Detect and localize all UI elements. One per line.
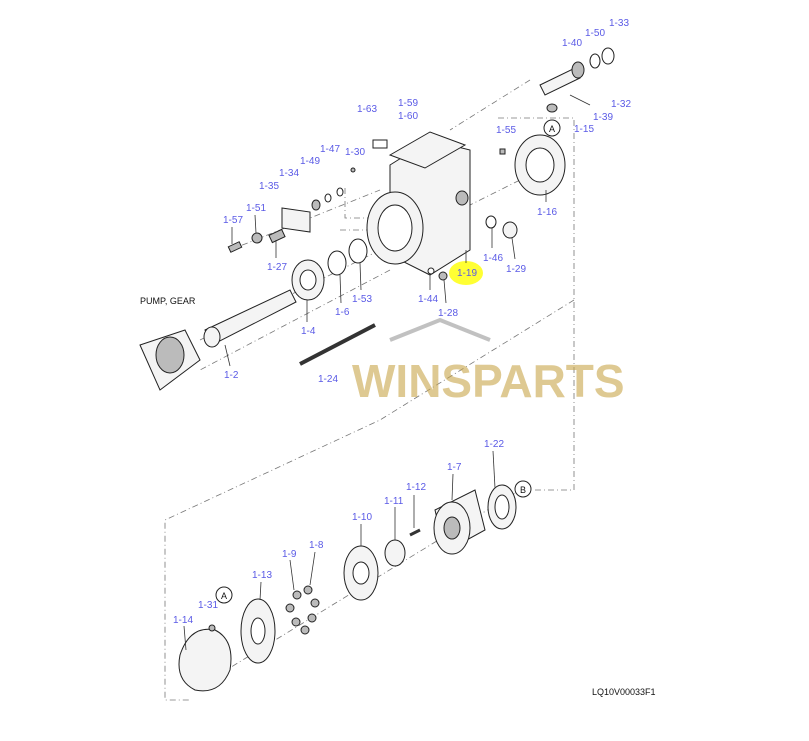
- guide-line: [164, 299, 575, 701]
- label-1-12: 1-12: [406, 482, 426, 493]
- callout-a-top: A: [543, 119, 561, 137]
- label-1-7: 1-7: [447, 462, 462, 473]
- label-1-60: 1-60: [398, 111, 418, 122]
- label-1-29: 1-29: [506, 264, 526, 275]
- svg-text:B: B: [520, 485, 526, 495]
- label-1-16: 1-16: [537, 207, 557, 218]
- label-1-6: 1-6: [335, 307, 350, 318]
- label-1-9: 1-9: [282, 549, 297, 560]
- shaft-part-1-32: [539, 47, 615, 113]
- label-1-50: 1-50: [585, 28, 605, 39]
- label-1-40: 1-40: [562, 38, 582, 49]
- label-1-63: 1-63: [357, 104, 377, 115]
- small-parts-group: [227, 187, 518, 301]
- label-1-49: 1-49: [300, 156, 320, 167]
- label-1-30: 1-30: [345, 147, 365, 158]
- label-1-39: 1-39: [593, 112, 613, 123]
- label-1-31: 1-31: [198, 600, 218, 611]
- guide-line: [344, 188, 370, 219]
- label-1-4: 1-4: [301, 326, 316, 337]
- drive-shaft-1-2: [139, 289, 297, 391]
- pump-housing-1-19: [350, 131, 471, 276]
- label-1-19: 1-19: [457, 268, 477, 279]
- guide-line: [449, 79, 531, 131]
- label-1-10: 1-10: [352, 512, 372, 523]
- guide-line: [199, 269, 391, 371]
- callout-a-bottom: A: [215, 586, 233, 604]
- label-1-14: 1-14: [173, 615, 193, 626]
- label-1-24: 1-24: [318, 374, 338, 385]
- label-1-2: 1-2: [224, 370, 239, 381]
- label-1-59: 1-59: [398, 98, 418, 109]
- label-1-28: 1-28: [438, 308, 458, 319]
- label-1-22: 1-22: [484, 439, 504, 450]
- label-1-8: 1-8: [309, 540, 324, 551]
- label-1-13: 1-13: [252, 570, 272, 581]
- svg-text:A: A: [549, 124, 555, 134]
- highlight-marker: [449, 261, 483, 285]
- callout-b: B: [514, 480, 532, 498]
- watermark-logo: WINSPARTS: [352, 317, 625, 407]
- watermark-text: WINSPARTS: [352, 355, 625, 407]
- label-1-55: 1-55: [496, 125, 516, 136]
- label-1-32: 1-32: [611, 99, 631, 110]
- pistons-1-8: [285, 585, 320, 635]
- svg-text:A: A: [221, 591, 227, 601]
- label-pump-gear: PUMP, GEAR: [140, 296, 196, 306]
- guide-line: [498, 117, 575, 491]
- label-1-57: 1-57: [223, 215, 243, 226]
- label-1-53: 1-53: [352, 294, 372, 305]
- rotating-group: [178, 484, 517, 692]
- label-1-33: 1-33: [609, 18, 629, 29]
- label-1-15: 1-15: [574, 124, 594, 135]
- drawing-code: LQ10V00033F1: [592, 687, 656, 697]
- label-1-51: 1-51: [246, 203, 266, 214]
- part-labels: 1-33 1-50 1-40 1-32 1-39 1-15 1-55 1-16 …: [140, 18, 656, 697]
- label-1-34: 1-34: [279, 168, 299, 179]
- label-1-46: 1-46: [483, 253, 503, 264]
- cover-part-1-16: [499, 134, 566, 196]
- label-1-44: 1-44: [418, 294, 438, 305]
- label-1-35: 1-35: [259, 181, 279, 192]
- label-1-11: 1-11: [384, 496, 404, 507]
- leader-lines: [183, 190, 547, 651]
- label-1-27: 1-27: [267, 262, 287, 273]
- rod-1-24: [299, 323, 376, 366]
- label-1-47: 1-47: [320, 144, 340, 155]
